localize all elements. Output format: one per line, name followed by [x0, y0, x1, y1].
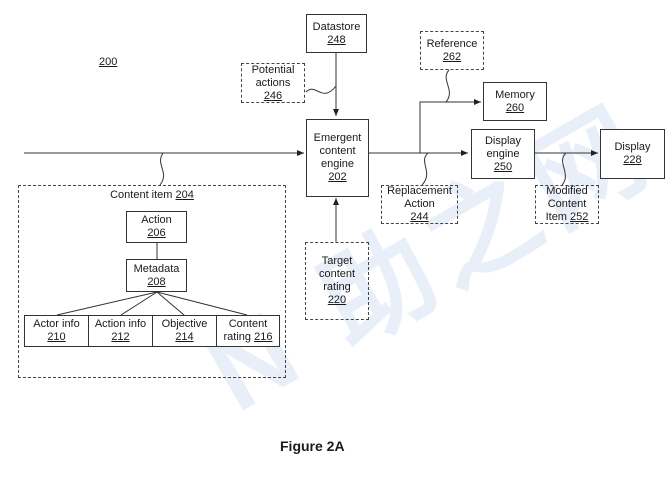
potential-actions-squiggle [305, 85, 337, 94]
replacement-label1: Replacement [387, 185, 452, 197]
display-engine-label1: Display [484, 134, 522, 147]
figure-ref-text: 200 [99, 56, 118, 68]
modified-label1: Modified [546, 185, 588, 197]
target-label2: content [318, 268, 356, 280]
potential-actions-num: 246 [263, 89, 283, 102]
display-engine-num: 250 [493, 160, 513, 173]
metadata-num: 208 [147, 275, 166, 288]
datastore-num: 248 [327, 33, 346, 46]
display-label: Display [614, 141, 651, 153]
metadata-actor-link [56, 291, 158, 316]
engine-label3: engine [320, 158, 355, 170]
objective-label: Objective [161, 318, 208, 330]
display-num: 228 [623, 154, 642, 166]
modified-content-item-node: Modified Content Item 252 [535, 185, 599, 224]
figure-ref-number: 200 [99, 56, 117, 68]
display-engine-node: Display engine 250 [471, 129, 535, 179]
datastore-node: Datastore 248 [306, 14, 367, 53]
replacement-squiggle [421, 152, 429, 186]
metadata-rating-link [156, 291, 248, 316]
content-rating-node: Content rating 216 [216, 315, 280, 347]
modified-content-squiggle [561, 152, 567, 186]
target-num: 220 [327, 294, 347, 306]
actor-info-num: 210 [47, 331, 66, 343]
action-label: Action [141, 214, 172, 226]
content-item-num: 204 [175, 189, 194, 201]
content-rating-label2: rating [223, 331, 252, 343]
action-info-node: Action info 212 [88, 315, 153, 347]
metadata-label: Metadata [133, 262, 180, 275]
metadata-objective-link [156, 291, 185, 316]
engine-num: 202 [328, 171, 347, 183]
replacement-action-node: Replacement Action 244 [381, 185, 458, 224]
target-content-rating-node: Target content rating 220 [305, 242, 369, 320]
metadata-node: Metadata 208 [126, 259, 187, 292]
modified-label2: Content [547, 198, 587, 210]
display-engine-label2: engine [486, 147, 520, 160]
reference-num: 262 [442, 50, 462, 63]
target-label3: rating [323, 281, 351, 293]
action-num: 206 [147, 227, 166, 239]
replacement-num: 244 [410, 211, 429, 223]
modified-label3-row: Item 252 [546, 211, 589, 224]
reference-squiggle [445, 69, 450, 103]
action-info-label: Action info [94, 318, 147, 330]
modified-label3: Item [545, 211, 567, 223]
emergent-engine-node: Emergent content engine 202 [306, 119, 369, 197]
modified-num: 252 [570, 211, 589, 223]
action-node: Action 206 [126, 211, 187, 243]
action-info-num: 212 [111, 331, 130, 343]
engine-label2: content [319, 145, 356, 157]
memory-label: Memory [495, 88, 535, 101]
content-rating-num: 216 [254, 331, 273, 343]
replacement-label2: Action [404, 198, 435, 210]
potential-actions-node: Potential actions 246 [241, 63, 305, 103]
content-rating-row2: rating 216 [224, 331, 273, 344]
actor-info-node: Actor info 210 [24, 315, 89, 347]
content-item-label: Content item [110, 189, 173, 201]
datastore-label: Datastore [312, 20, 361, 33]
memory-arrow [419, 99, 481, 153]
content-item-title: Content item 204 [110, 189, 194, 202]
memory-node: Memory 260 [483, 82, 547, 121]
display-node: Display 228 [600, 129, 665, 179]
target-label1: Target [321, 255, 353, 267]
objective-num: 214 [175, 331, 194, 343]
potential-actions-label1: Potential [251, 63, 295, 76]
content-item-squiggle [159, 152, 165, 186]
figure-caption: Figure 2A [280, 438, 345, 454]
reference-label: Reference [426, 37, 478, 50]
actor-info-label: Actor info [33, 318, 80, 330]
content-item-container: Content item 204 [18, 185, 286, 378]
reference-node: Reference 262 [420, 31, 484, 70]
metadata-actioninfo-link [120, 291, 158, 316]
engine-label1: Emergent [313, 132, 362, 144]
objective-node: Objective 214 [152, 315, 217, 347]
content-rating-label1: Content [228, 318, 268, 330]
potential-actions-label2: actions [255, 76, 291, 89]
memory-num: 260 [505, 101, 525, 114]
